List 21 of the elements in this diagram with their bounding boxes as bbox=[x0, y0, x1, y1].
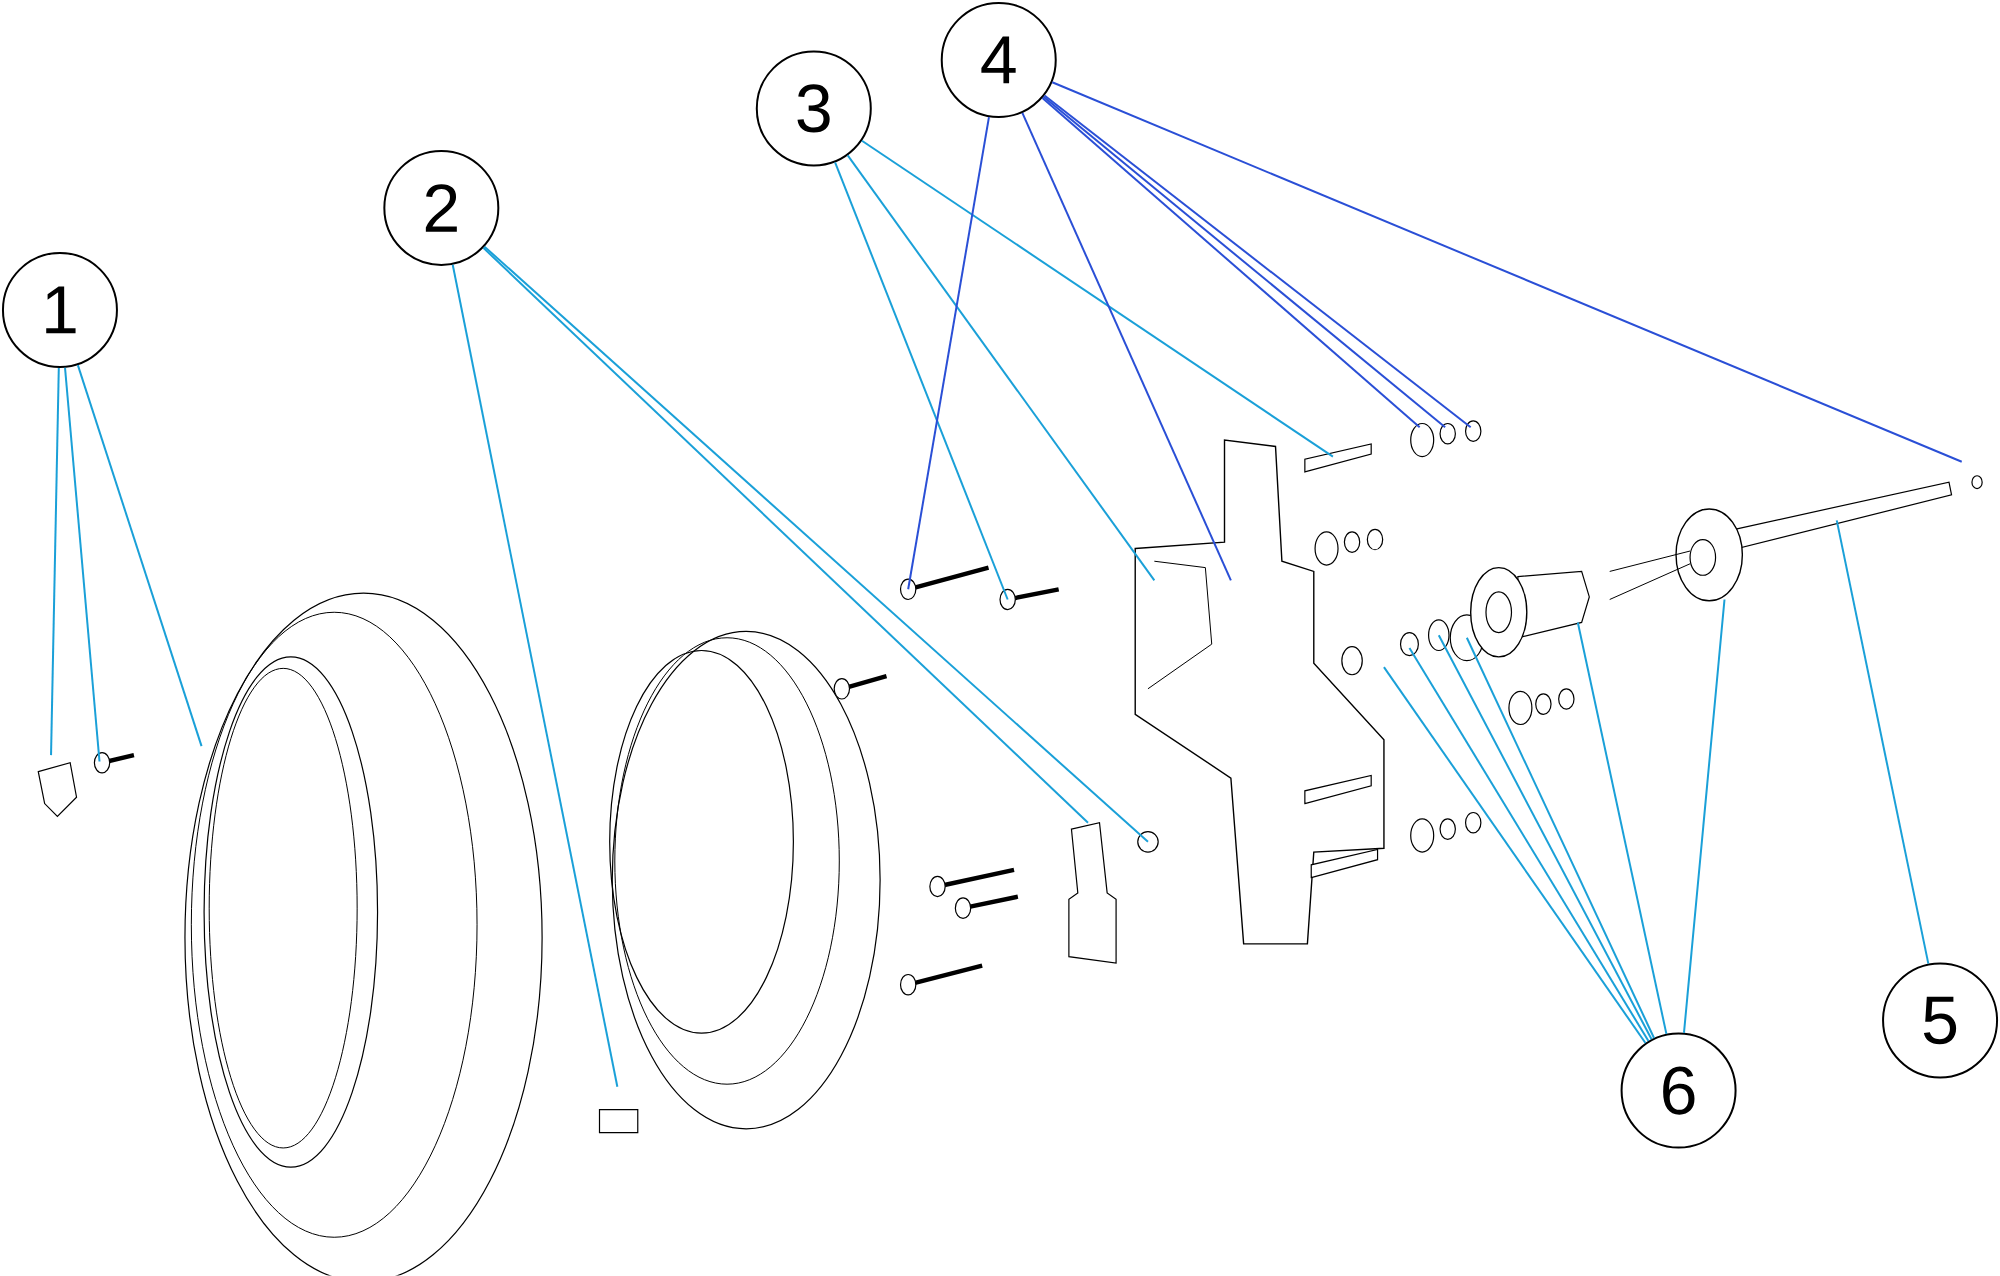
callout-number: 3 bbox=[755, 50, 872, 167]
leader-line bbox=[860, 140, 1334, 458]
callout-number: 4 bbox=[940, 2, 1057, 119]
leader-line bbox=[907, 116, 990, 591]
callout-number: 5 bbox=[1882, 962, 1999, 1079]
leader-line bbox=[1576, 621, 1668, 1036]
callout-number: 2 bbox=[383, 150, 500, 267]
leader-line bbox=[64, 367, 101, 763]
callout-number: 6 bbox=[1620, 1032, 1737, 1149]
leader-line bbox=[451, 264, 619, 1088]
leader-line bbox=[846, 154, 1156, 582]
leader-line bbox=[1683, 598, 1726, 1035]
callout-number: 1 bbox=[1, 252, 118, 369]
leader-line bbox=[834, 161, 1009, 601]
leader-line bbox=[1408, 647, 1650, 1043]
leader-line bbox=[1021, 112, 1232, 582]
leader-line bbox=[50, 367, 60, 757]
leader-line bbox=[76, 364, 203, 748]
leader-line bbox=[1051, 81, 1963, 463]
leader-line bbox=[1835, 519, 1930, 965]
leader-line bbox=[1382, 666, 1647, 1045]
